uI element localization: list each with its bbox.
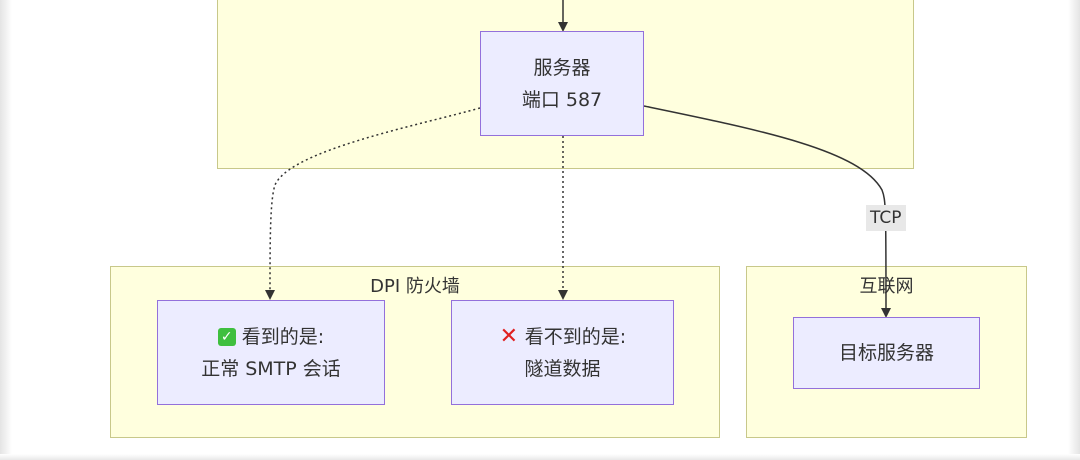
seen-node-heading: 看到的是: bbox=[241, 325, 325, 348]
check-mark-icon: ✓ bbox=[217, 327, 236, 346]
dpi-firewall-title: DPI 防火墙 bbox=[370, 276, 460, 297]
unseen-node[interactable]: ✕ 看不到的是: 隧道数据 bbox=[451, 300, 674, 405]
edge-server-to-seen bbox=[265, 107, 481, 300]
edge-server-to-target bbox=[643, 105, 891, 318]
server-node-port: 端口 587 bbox=[521, 88, 603, 111]
left-edge-shadow bbox=[0, 0, 12, 460]
seen-node-detail: 正常 SMTP 会话 bbox=[201, 357, 341, 380]
cross-mark-icon: ✕ bbox=[499, 323, 519, 349]
unseen-node-detail: 隧道数据 bbox=[524, 357, 601, 380]
server-node[interactable]: 服务器 端口 587 bbox=[480, 31, 644, 136]
right-edge-shadow bbox=[1068, 0, 1080, 460]
seen-node[interactable]: ✓ 看到的是: 正常 SMTP 会话 bbox=[157, 300, 385, 405]
target-server-label: 目标服务器 bbox=[838, 342, 934, 364]
tcp-edge-label: TCP bbox=[866, 205, 906, 231]
target-server-node[interactable]: 目标服务器 bbox=[793, 317, 980, 389]
server-node-name: 服务器 bbox=[533, 56, 591, 79]
unseen-node-heading: 看不到的是: bbox=[524, 325, 627, 348]
bottom-edge-shadow bbox=[0, 454, 1080, 460]
